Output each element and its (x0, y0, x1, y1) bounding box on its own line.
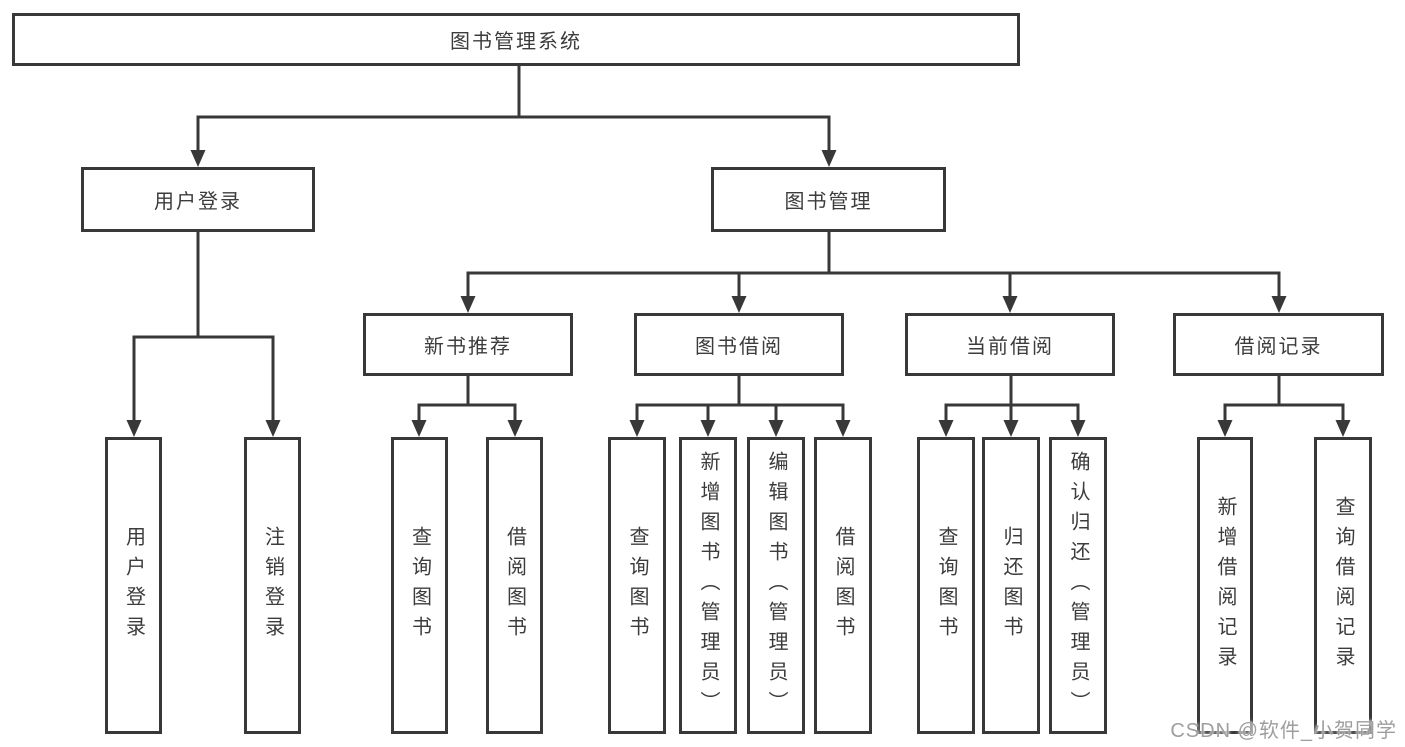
edge-root-userlogin (196, 66, 521, 152)
node-label: 借阅记录 (1234, 336, 1323, 358)
node-root-system: 图书管理系统 (12, 13, 1020, 66)
edge-currentborrow-1 (944, 376, 1013, 422)
leaf-label: 查询图书 (935, 525, 957, 646)
leaf-return-book: 归还图书 (982, 437, 1040, 734)
edge-currentborrow-3 (1011, 403, 1080, 422)
edge-newbookrec-1 (417, 376, 470, 422)
arrowhead (265, 420, 281, 437)
arrowhead (1070, 420, 1086, 437)
arrowhead (507, 420, 523, 437)
edge-bookborrow-2 (706, 403, 739, 422)
edge-borrowrecords-1 (1223, 376, 1281, 422)
arrowhead (835, 420, 851, 437)
leaf-query-borrow-record: 查询借阅记录 (1314, 437, 1372, 734)
node-current-borrowing: 当前借阅 (905, 313, 1115, 376)
edge-userlogin-right (198, 335, 275, 422)
leaf-label: 注销登录 (261, 525, 284, 646)
arrowhead (126, 420, 142, 437)
leaf-query-book-rec: 查询图书 (391, 437, 448, 734)
node-book-borrowing: 图书借阅 (634, 313, 844, 376)
leaf-query-book-borrow: 查询图书 (608, 437, 666, 734)
leaf-add-book-admin: 新增图书（管理员） (679, 437, 737, 734)
edge-bookmgmt-4 (829, 271, 1281, 298)
arrowhead (460, 296, 476, 313)
leaf-label: 查询图书 (408, 525, 431, 646)
leaf-query-book-current: 查询图书 (917, 437, 975, 734)
leaf-label: 借阅图书 (503, 525, 526, 646)
edge-bookmgmt-3 (829, 271, 1012, 298)
arrowhead (629, 420, 645, 437)
edge-newbookrec-2 (468, 403, 517, 422)
leaf-label: 归还图书 (1000, 525, 1022, 646)
leaf-confirm-return-admin: 确认归还（管理员） (1049, 437, 1107, 734)
arrowhead (1002, 296, 1018, 313)
arrowhead (1217, 420, 1233, 437)
leaf-add-borrow-record: 新增借阅记录 (1197, 437, 1253, 734)
arrowhead (1271, 296, 1287, 313)
node-label: 图书管理 (784, 191, 873, 213)
leaf-label: 借阅图书 (832, 525, 854, 646)
arrowhead (700, 420, 716, 437)
edge-bookmgmt-1 (466, 232, 831, 298)
leaf-label: 查询借阅记录 (1332, 495, 1354, 676)
edge-userlogin-left (132, 232, 200, 422)
leaf-borrow-book: 借阅图书 (814, 437, 872, 734)
leaf-borrow-book-rec: 借阅图书 (486, 437, 543, 734)
node-label: 当前借阅 (966, 336, 1054, 358)
edge-bookborrow-4 (739, 403, 845, 422)
arrowhead (938, 420, 954, 437)
leaf-label: 查询图书 (626, 525, 648, 646)
edge-bookborrow-3 (739, 403, 778, 422)
edge-borrowrecords-2 (1279, 403, 1345, 422)
edge-bookborrow-1 (635, 376, 741, 422)
leaf-label: 新增图书（管理员） (697, 450, 719, 721)
arrowhead (1335, 420, 1351, 437)
leaf-label: 新增借阅记录 (1214, 495, 1236, 676)
edge-bookmgmt-2 (737, 271, 829, 298)
node-user-login-group: 用户登录 (81, 167, 315, 232)
arrowhead (1003, 420, 1019, 437)
arrowhead (731, 296, 747, 313)
node-root-label: 图书管理系统 (450, 31, 582, 53)
leaf-logout: 注销登录 (244, 437, 301, 734)
leaf-label: 编辑图书（管理员） (765, 450, 787, 721)
arrowhead (768, 420, 784, 437)
node-label: 用户登录 (154, 191, 242, 213)
node-label: 新书推荐 (424, 336, 512, 358)
node-new-book-recommendation: 新书推荐 (363, 313, 573, 376)
node-borrowing-records: 借阅记录 (1173, 313, 1384, 376)
arrowhead (821, 150, 837, 167)
node-label: 图书借阅 (695, 336, 783, 358)
csdn-watermark: CSDN @软件_小贺同学 (1170, 720, 1397, 742)
leaf-label: 确认归还（管理员） (1067, 450, 1089, 721)
arrowhead (190, 150, 206, 167)
leaf-edit-book-admin: 编辑图书（管理员） (747, 437, 805, 734)
arrowhead (411, 420, 427, 437)
edge-root-bookmgmt (519, 115, 831, 152)
leaf-label: 用户登录 (122, 525, 145, 646)
node-book-management: 图书管理 (711, 167, 946, 232)
leaf-user-login: 用户登录 (105, 437, 162, 734)
